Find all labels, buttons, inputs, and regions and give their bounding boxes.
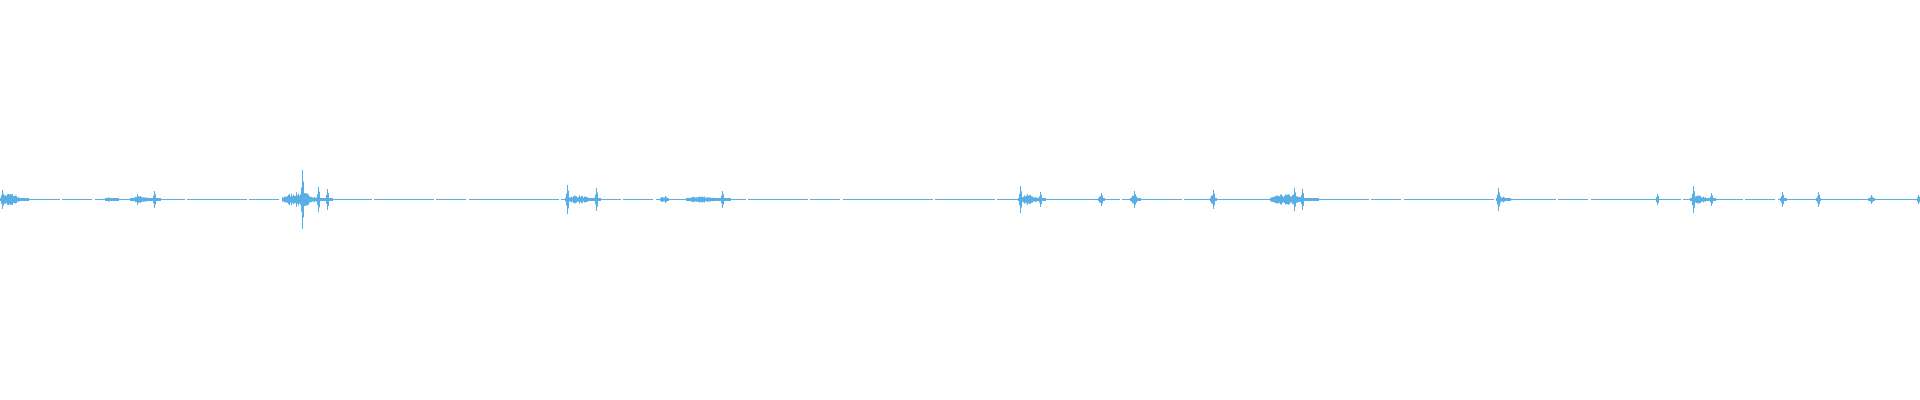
waveform-samples — [0, 170, 1920, 229]
